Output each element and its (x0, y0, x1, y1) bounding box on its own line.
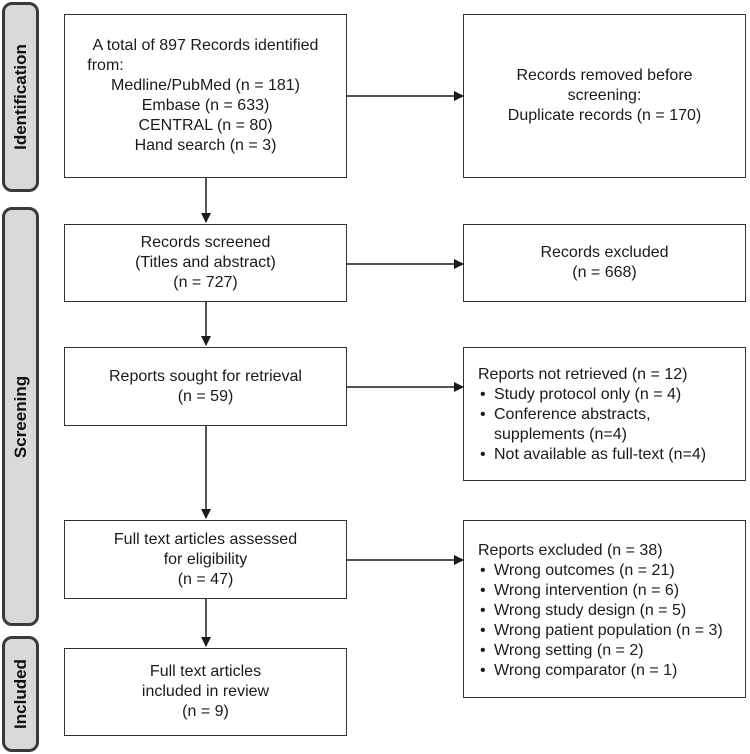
eligibility-line-1: Full text articles assessed (113, 530, 298, 548)
eligibility-line-2: for eligibility (163, 550, 248, 568)
list-item: Study protocol only (n = 4) (478, 385, 735, 405)
included-line-3: (n = 9) (182, 703, 229, 720)
identification-line-4: Embase (n = 633) (141, 97, 270, 114)
removed-line-2: screening: (567, 87, 642, 104)
identification-line-6: Hand search (n = 3) (134, 137, 277, 154)
identification-line-3: Medline/PubMed (n = 181) (111, 77, 300, 94)
included-line-2: included in review (141, 683, 270, 700)
identification-line-1: A total of 897 Records identified (92, 37, 319, 54)
list-item: Wrong outcomes (n = 21) (478, 561, 735, 581)
list-item: Wrong setting (n = 2) (478, 641, 735, 661)
removed-line-3: Duplicate records (n = 170) (507, 107, 702, 124)
not-retrieved-list: Study protocol only (n = 4) Conference a… (478, 385, 735, 465)
records-excluded-box: Records excluded (n = 668) (463, 224, 746, 302)
reports-excluded-title: Reports excluded (n = 38) (478, 542, 663, 559)
phase-identification: Identification (2, 2, 39, 192)
identification-box: A total of 897 Records identified from: … (64, 14, 347, 178)
screened-line-2: (Titles and abstract) (135, 254, 276, 271)
screened-line-1: Records screened (140, 234, 271, 251)
included-box: Full text articles included in review (n… (64, 648, 347, 736)
not-retrieved-title: Reports not retrieved (n = 12) (478, 366, 688, 383)
records-removed-box: Records removed before screening: Duplic… (463, 14, 746, 178)
reports-excluded-box: Reports excluded (n = 38) Wrong outcomes… (463, 520, 746, 698)
excluded-line-2: (n = 668) (572, 264, 637, 281)
retrieval-line-1: Reports sought for retrieval (109, 367, 302, 385)
screened-line-3: (n = 727) (173, 274, 238, 291)
not-retrieved-box: Reports not retrieved (n = 12) Study pro… (463, 347, 746, 481)
list-item: Wrong comparator (n = 1) (478, 661, 735, 681)
included-line-1: Full text articles (149, 663, 262, 680)
reports-excluded-list: Wrong outcomes (n = 21) Wrong interventi… (478, 561, 735, 681)
removed-line-1: Records removed before (516, 67, 693, 84)
identification-line-2: from: (87, 57, 124, 74)
list-item: Not available as full-text (n=4) (478, 445, 735, 465)
eligibility-line-3: (n = 47) (177, 570, 234, 588)
records-screened-box: Records screened (Titles and abstract) (… (64, 224, 347, 302)
eligibility-box: Full text articles assessed for eligibil… (64, 520, 347, 599)
retrieval-box: Reports sought for retrieval (n = 59) (64, 347, 347, 426)
list-item: Wrong intervention (n = 6) (478, 581, 735, 601)
phase-included: Included (2, 636, 39, 752)
list-item: Conference abstracts, supplements (n=4) (478, 405, 669, 445)
excluded-line-1: Records excluded (540, 244, 669, 261)
list-item: Wrong patient population (n = 3) (478, 621, 735, 641)
phase-screening: Screening (2, 207, 39, 626)
retrieval-line-2: (n = 59) (177, 387, 234, 405)
list-item: Wrong study design (n = 5) (478, 601, 735, 621)
identification-line-5: CENTRAL (n = 80) (138, 117, 273, 134)
